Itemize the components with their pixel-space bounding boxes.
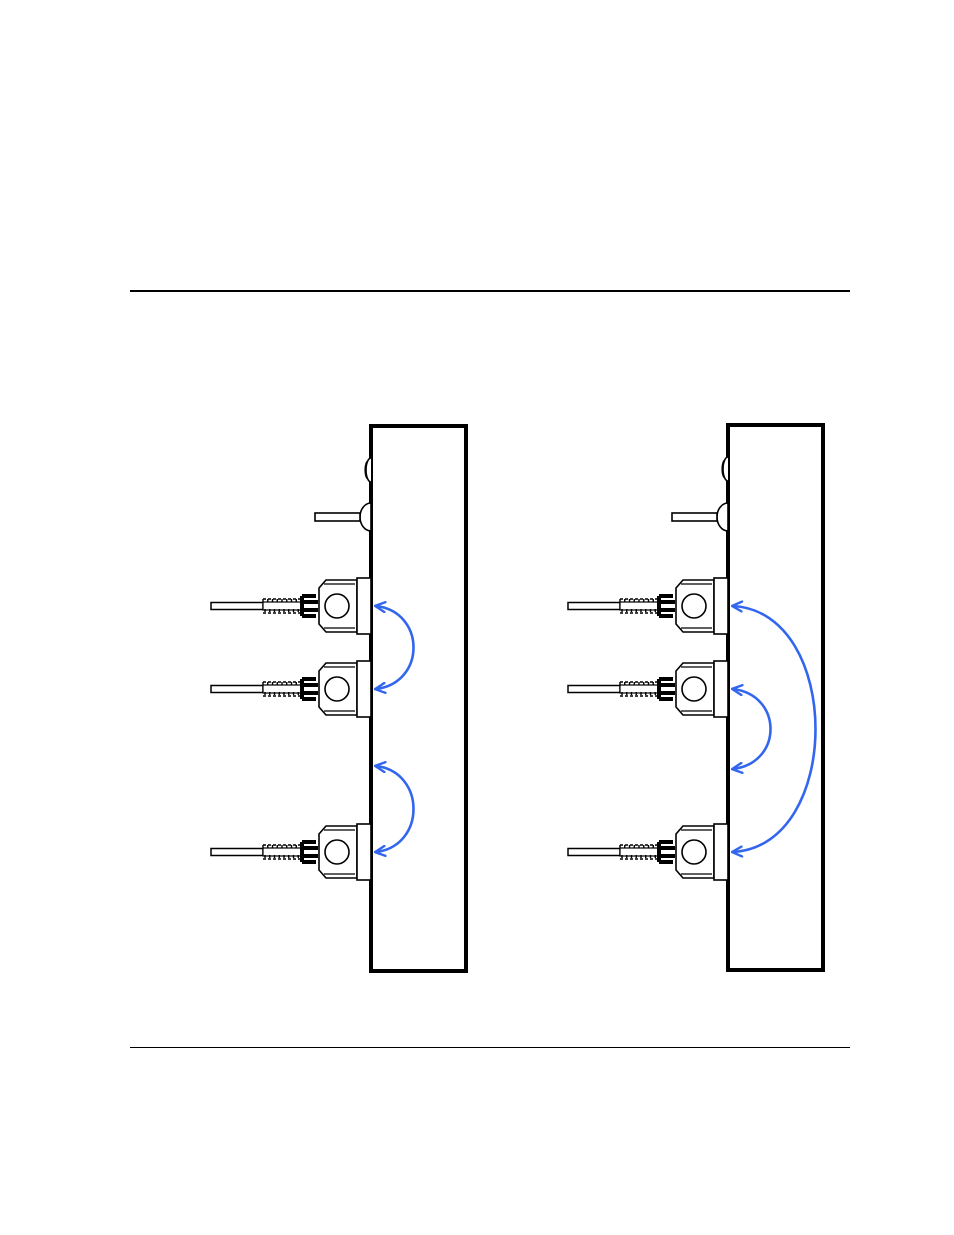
strain-relief — [263, 602, 301, 610]
thumbscrew-icon — [325, 840, 349, 864]
connector-flange — [357, 824, 371, 880]
cable-connector-3 — [211, 824, 371, 880]
cable-connector-3 — [568, 824, 728, 880]
connector-ribs — [659, 596, 675, 616]
strain-relief — [620, 602, 658, 610]
connector-flange — [714, 824, 728, 880]
antenna-rod — [315, 513, 360, 521]
connector-flange — [357, 661, 371, 717]
thumbscrew-icon — [325, 677, 349, 701]
cable-connector-2 — [568, 661, 728, 717]
cable — [211, 849, 263, 856]
cable — [211, 686, 263, 693]
device-chassis — [371, 426, 466, 971]
connector-ribs — [302, 679, 318, 699]
connector-ribs — [659, 679, 675, 699]
thumbscrew-icon — [682, 840, 706, 864]
cable — [568, 686, 620, 693]
antenna-connector-icon — [717, 503, 728, 531]
strain-relief — [263, 685, 301, 693]
strain-relief — [620, 848, 658, 856]
antenna-connector-icon — [360, 503, 371, 531]
device-panel-right — [568, 425, 823, 970]
cable-connector-1 — [211, 578, 371, 634]
strain-relief — [263, 848, 301, 856]
connector-flange — [714, 661, 728, 717]
connector-ribs — [302, 596, 318, 616]
connector-ribs — [659, 842, 675, 862]
device-panel-left — [211, 426, 466, 971]
connector-flange — [714, 578, 728, 634]
cable — [568, 849, 620, 856]
thumbscrew-icon — [682, 677, 706, 701]
cable — [568, 603, 620, 610]
thumbscrew-icon — [325, 594, 349, 618]
device-chassis — [728, 425, 823, 970]
thumbscrew-icon — [682, 594, 706, 618]
cable-connector-1 — [568, 578, 728, 634]
antenna-rod — [672, 513, 717, 521]
cable — [211, 603, 263, 610]
connector-flange — [357, 578, 371, 634]
cable-connector-2 — [211, 661, 371, 717]
connector-ribs — [302, 842, 318, 862]
strain-relief — [620, 685, 658, 693]
